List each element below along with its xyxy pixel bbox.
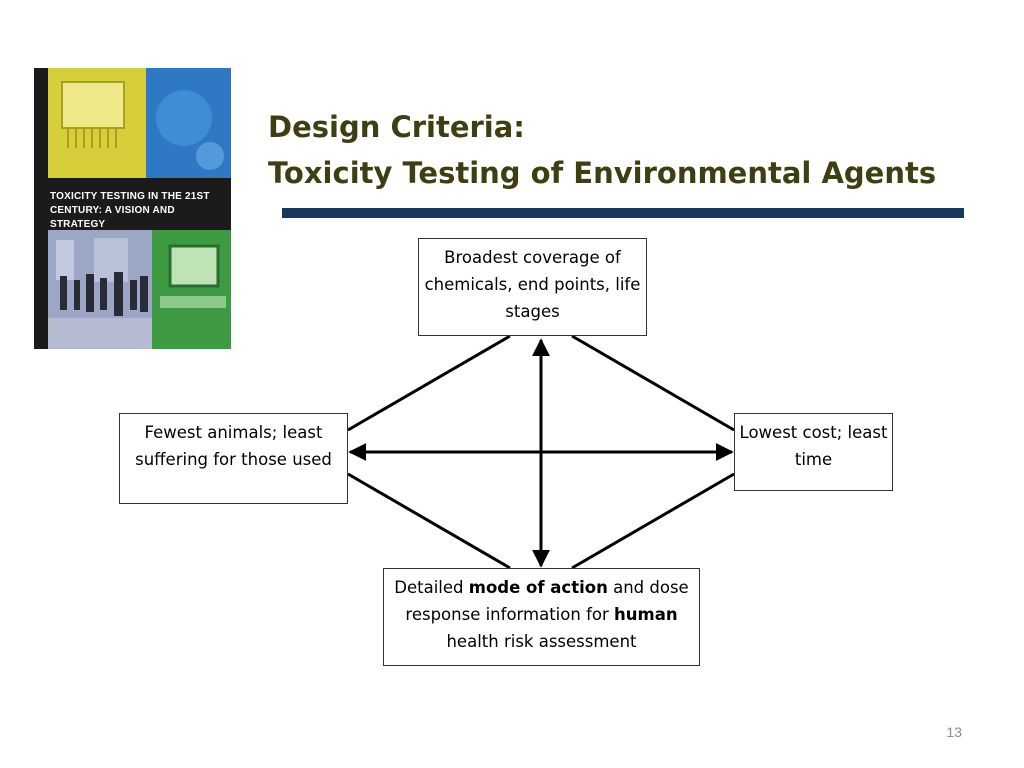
- cover-blue-molecule: [156, 90, 212, 146]
- cover-people-silhouettes: [60, 272, 148, 316]
- criterion-mode-of-action-box: Detailed mode of action and dose respons…: [383, 568, 700, 666]
- criterion-cost-box: Lowest cost; least time: [734, 413, 893, 491]
- criterion-animals-text: Fewest animals; least suffering for thos…: [135, 423, 332, 469]
- edge-left-bottom: [347, 472, 511, 570]
- cover-title-text: TOXICITY TESTING IN THE 21ST CENTURY: A …: [50, 191, 210, 230]
- edge-top-left: [347, 334, 511, 432]
- title-divider: [282, 208, 964, 218]
- cover-computer-graphic: [168, 244, 220, 288]
- mode-of-action-text-part3: health risk assessment: [446, 632, 637, 651]
- slide-title-line-2: Toxicity Testing of Environmental Agents: [268, 156, 937, 190]
- human-bold: human: [614, 605, 678, 624]
- mode-of-action-bold: mode of action: [468, 578, 608, 597]
- cover-title-band: [48, 178, 231, 230]
- slide-title-line-1: Design Criteria:: [268, 110, 525, 144]
- criterion-coverage-box: Broadest coverage of chemicals, end poin…: [418, 238, 647, 336]
- criterion-coverage-text: Broadest coverage of chemicals, end poin…: [424, 248, 641, 321]
- page-number: 13: [946, 724, 962, 740]
- edge-top-right: [571, 334, 735, 432]
- cover-chip-pins: [67, 128, 117, 148]
- criterion-cost-text: Lowest cost; least time: [739, 423, 888, 469]
- mode-of-action-text-part2: and dose response information for: [405, 578, 689, 624]
- edge-right-bottom: [571, 472, 735, 570]
- report-cover-image: TOXICITY TESTING IN THE 21ST CENTURY: A …: [34, 68, 231, 349]
- slide-title: Design Criteria: Toxicity Testing of Env…: [268, 104, 936, 196]
- mode-of-action-text-part1: Detailed: [394, 578, 469, 597]
- cover-artwork: [34, 68, 231, 349]
- criterion-animals-box: Fewest animals; least suffering for thos…: [119, 413, 348, 504]
